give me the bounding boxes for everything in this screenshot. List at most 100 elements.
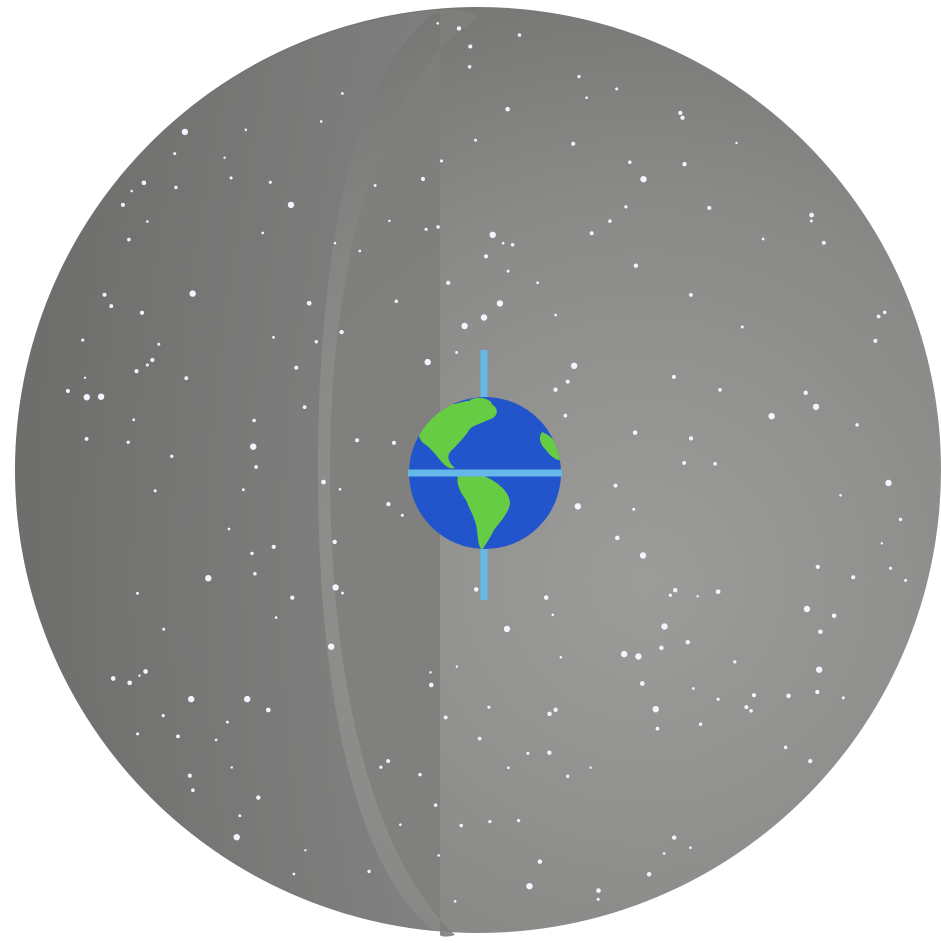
- star: [474, 138, 477, 142]
- star: [501, 241, 505, 245]
- star: [339, 329, 344, 335]
- star: [621, 650, 628, 658]
- star: [662, 852, 666, 855]
- star: [571, 362, 578, 369]
- star: [480, 314, 488, 321]
- star: [468, 44, 473, 49]
- star: [341, 92, 344, 95]
- star: [187, 773, 192, 778]
- star: [633, 263, 639, 268]
- star: [640, 176, 647, 183]
- star: [439, 159, 444, 163]
- star: [692, 687, 695, 690]
- greenland-landmass: [470, 397, 492, 407]
- star: [698, 722, 703, 726]
- star: [274, 616, 278, 619]
- star: [689, 846, 692, 850]
- star: [127, 237, 131, 242]
- star: [250, 551, 254, 556]
- star: [143, 669, 148, 674]
- star: [744, 705, 749, 710]
- star: [577, 74, 581, 79]
- star: [162, 627, 166, 631]
- star: [261, 231, 265, 235]
- star: [585, 96, 588, 100]
- star: [230, 766, 234, 769]
- star: [173, 152, 177, 156]
- star: [589, 231, 594, 236]
- star: [367, 869, 371, 874]
- star: [812, 403, 820, 411]
- star: [189, 290, 196, 297]
- star: [355, 438, 360, 443]
- star: [632, 507, 636, 511]
- star: [885, 479, 892, 487]
- star: [688, 436, 694, 441]
- star: [132, 418, 136, 422]
- star: [290, 595, 295, 600]
- north-america-landmass: [417, 400, 497, 469]
- star: [139, 310, 145, 315]
- star: [596, 897, 600, 901]
- star: [517, 33, 522, 37]
- star: [302, 405, 307, 409]
- star: [904, 578, 908, 582]
- star: [816, 666, 823, 673]
- star: [433, 803, 438, 807]
- star: [373, 184, 377, 187]
- star: [718, 388, 722, 392]
- star: [205, 575, 212, 582]
- star: [418, 772, 422, 777]
- star: [659, 645, 664, 651]
- star: [358, 249, 362, 253]
- star: [229, 176, 233, 180]
- star: [399, 823, 402, 826]
- star: [241, 488, 245, 492]
- star: [254, 465, 258, 469]
- star: [455, 665, 459, 668]
- star: [138, 674, 141, 677]
- star: [386, 759, 391, 764]
- star: [571, 141, 576, 146]
- star: [443, 715, 448, 720]
- star: [102, 292, 107, 297]
- star: [888, 566, 893, 570]
- star-field: [65, 21, 908, 903]
- star: [873, 338, 878, 343]
- star: [174, 185, 178, 190]
- star: [803, 390, 808, 395]
- star: [467, 65, 472, 69]
- star: [420, 176, 426, 182]
- cutaway-edge: [330, 9, 478, 937]
- star: [126, 440, 130, 444]
- star: [304, 849, 307, 852]
- star: [256, 795, 261, 800]
- star: [707, 205, 712, 210]
- star: [628, 160, 632, 164]
- star: [455, 350, 459, 354]
- star: [394, 299, 399, 303]
- star: [157, 342, 161, 346]
- star: [876, 314, 881, 319]
- star: [831, 613, 837, 619]
- africa-edge-landmass: [539, 432, 561, 461]
- star: [83, 394, 91, 401]
- star: [496, 300, 504, 307]
- star: [84, 436, 89, 441]
- star: [429, 671, 432, 674]
- star: [688, 292, 693, 297]
- star: [170, 454, 174, 458]
- star: [153, 489, 157, 493]
- star: [146, 220, 149, 223]
- star: [252, 418, 256, 423]
- star: [136, 591, 139, 595]
- star: [680, 115, 685, 120]
- star: [83, 376, 87, 379]
- star: [487, 705, 491, 709]
- star: [713, 461, 717, 466]
- star: [815, 564, 820, 570]
- star: [646, 872, 652, 877]
- star: [882, 310, 887, 315]
- star: [379, 765, 383, 769]
- star: [141, 180, 147, 186]
